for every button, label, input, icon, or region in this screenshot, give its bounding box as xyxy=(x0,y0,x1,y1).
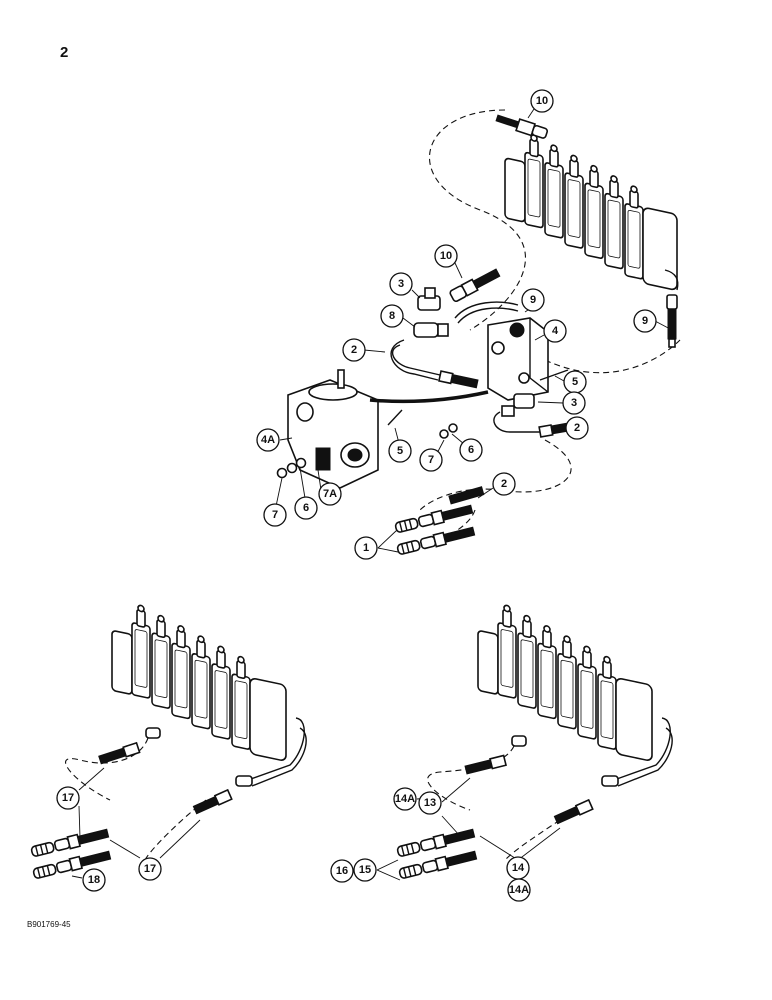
callout-8: 8 xyxy=(380,304,404,328)
callout-2-lower: 2 xyxy=(492,472,516,496)
callout-18: 18 xyxy=(82,868,106,892)
fitting-8 xyxy=(413,322,449,338)
svg-text:14A: 14A xyxy=(509,884,529,896)
callout-9-center: 9 xyxy=(521,288,545,312)
coupler-1-upper xyxy=(393,502,474,534)
svg-text:4A: 4A xyxy=(261,434,275,446)
svg-text:10: 10 xyxy=(440,250,452,262)
figure-code: B901769-45 xyxy=(27,920,71,929)
callout-5-right: 5 xyxy=(563,370,587,394)
loader-valve-4a xyxy=(287,369,379,489)
callout-2-right: 2 xyxy=(565,416,589,440)
valve-assembly-bottom-right xyxy=(395,602,673,880)
callout-3-lower: 3 xyxy=(562,391,586,415)
callout-17-left: 17 xyxy=(56,786,80,810)
svg-text:4: 4 xyxy=(552,325,559,337)
tube-9 xyxy=(454,301,519,319)
callout-10-lower: 10 xyxy=(434,244,458,268)
callout-14a-top: 14A xyxy=(393,787,417,811)
nut-washer-left xyxy=(276,457,307,479)
svg-text:7A: 7A xyxy=(323,488,337,500)
callout-1: 1 xyxy=(354,536,378,560)
callout-17-right: 17 xyxy=(138,857,162,881)
elbow-fitting-3-lower xyxy=(501,393,535,417)
svg-text:7: 7 xyxy=(272,509,278,521)
svg-text:18: 18 xyxy=(88,874,100,886)
svg-text:9: 9 xyxy=(530,294,536,306)
svg-text:14A: 14A xyxy=(395,793,415,805)
svg-text:13: 13 xyxy=(424,797,436,809)
svg-text:5: 5 xyxy=(572,376,578,388)
callout-7-left: 7 xyxy=(263,503,287,527)
callout-14a-bottom: 14A xyxy=(507,878,531,902)
callout-5-left: 5 xyxy=(388,439,412,463)
svg-text:6: 6 xyxy=(303,502,309,514)
svg-text:9: 9 xyxy=(642,315,648,327)
callout-13: 13 xyxy=(418,791,442,815)
fitting-9-right xyxy=(666,294,678,348)
svg-text:16: 16 xyxy=(336,865,348,877)
page-number: 2 xyxy=(60,44,69,61)
tee-fitting-3-top xyxy=(417,287,441,311)
callout-4: 4 xyxy=(543,319,567,343)
callout-15: 15 xyxy=(353,858,377,882)
callout-7-center: 7 xyxy=(419,448,443,472)
svg-text:10: 10 xyxy=(536,95,548,107)
svg-text:6: 6 xyxy=(468,444,474,456)
svg-text:15: 15 xyxy=(359,864,371,876)
callout-9-right: 9 xyxy=(633,309,657,333)
bolt-5-left xyxy=(387,409,403,426)
svg-text:1: 1 xyxy=(363,542,369,554)
hose-2-lower xyxy=(448,486,485,505)
relief-valve-block-4 xyxy=(487,317,549,401)
hose-fitting-10-lower xyxy=(449,268,501,303)
callout-14: 14 xyxy=(506,856,530,880)
svg-text:2: 2 xyxy=(574,422,580,434)
callout-4a: 4A xyxy=(256,428,280,452)
svg-text:2: 2 xyxy=(501,478,507,490)
bolt-5-right xyxy=(539,369,569,381)
svg-text:14: 14 xyxy=(512,862,525,874)
svg-text:17: 17 xyxy=(62,792,74,804)
callout-16: 16 xyxy=(330,859,354,883)
svg-text:8: 8 xyxy=(389,310,395,322)
callout-6-left: 6 xyxy=(294,496,318,520)
svg-text:3: 3 xyxy=(571,397,577,409)
svg-text:3: 3 xyxy=(398,278,404,290)
control-valve-stack xyxy=(504,132,678,291)
callout-10-top: 10 xyxy=(530,89,554,113)
svg-text:17: 17 xyxy=(144,863,156,875)
callout-6-center: 6 xyxy=(459,438,483,462)
hose-fitting-10-top xyxy=(495,114,549,139)
svg-text:7: 7 xyxy=(428,454,434,466)
main-valve-assembly-top xyxy=(276,109,681,556)
hose-fitting-2-left xyxy=(438,370,479,389)
callout-2-left: 2 xyxy=(342,338,366,362)
valve-assembly-bottom-left xyxy=(29,602,307,880)
callout-3-top: 3 xyxy=(389,272,413,296)
svg-text:2: 2 xyxy=(351,344,357,356)
svg-text:5: 5 xyxy=(397,445,403,457)
nut-washer-center xyxy=(439,423,458,439)
callout-7a: 7A xyxy=(318,482,342,506)
